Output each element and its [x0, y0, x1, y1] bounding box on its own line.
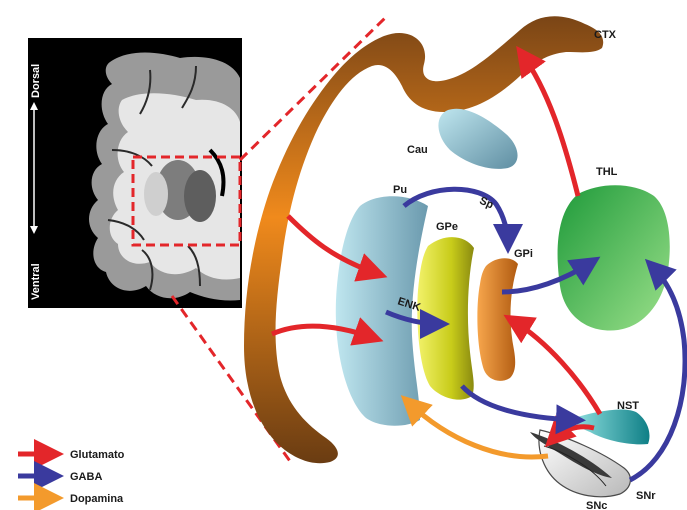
arrow-thalamus-to-ctx	[522, 54, 578, 196]
legend-label-dopamina: Dopamina	[70, 493, 124, 505]
brain-slice-inset: Dorsal Ventral	[28, 38, 242, 308]
caudate-nucleus	[438, 109, 517, 169]
legend-label-gaba: GABA	[70, 471, 102, 483]
label-pu: Pu	[393, 184, 407, 196]
brain-deep-nuclei-2	[184, 170, 216, 222]
label-thl: THL	[596, 166, 618, 178]
globus-pallidus-externus	[417, 237, 474, 400]
label-snc: SNc	[586, 500, 607, 510]
label-nst: NST	[617, 400, 639, 412]
legend: Glutamato GABA Dopamina	[18, 449, 125, 505]
ventral-label: Ventral	[30, 263, 42, 300]
label-snr: SNr	[636, 490, 656, 502]
thalamus	[558, 185, 670, 330]
cortex-band	[244, 16, 603, 463]
dorsal-label: Dorsal	[30, 64, 42, 98]
label-gpi: GPi	[514, 248, 533, 260]
globus-pallidus-internus	[477, 258, 518, 381]
legend-label-glutamato: Glutamato	[70, 449, 125, 461]
legend-item-dopamina: Dopamina	[18, 493, 124, 505]
label-sp: Sp	[477, 195, 495, 212]
arrow-snc-to-putamen	[408, 402, 548, 457]
arrow-nst-to-gpi	[512, 320, 600, 414]
label-ctx: CTX	[594, 29, 617, 41]
legend-item-gaba: GABA	[18, 471, 102, 483]
label-gpe: GPe	[436, 221, 458, 233]
arrow-gpe-to-nst	[462, 386, 576, 420]
legend-item-glutamato: Glutamato	[18, 449, 125, 461]
label-cau: Cau	[407, 144, 428, 156]
brain-deep-nuclei-3	[144, 172, 168, 216]
